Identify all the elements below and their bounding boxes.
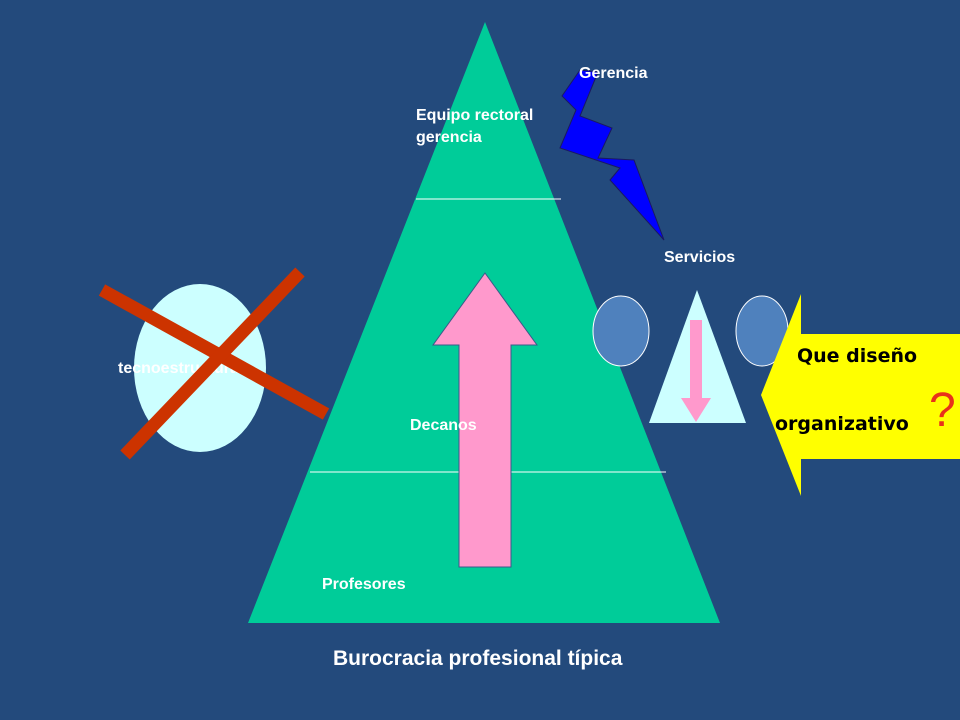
decanos-label: Decanos [410, 417, 477, 434]
services-ellipse-left [592, 295, 650, 367]
upward-arrow [432, 272, 538, 568]
gerencia-label: Gerencia [579, 65, 648, 82]
question-line2: organizativo [775, 413, 909, 435]
question-line1: Que diseño [797, 345, 918, 367]
tecnoestructura-label: tecnoestructura [118, 360, 239, 377]
profesores-label: Profesores [322, 576, 406, 593]
equipo-gerencia-label: gerencia [416, 129, 482, 146]
downward-arrow [681, 320, 711, 422]
lightning-bolt-icon [559, 69, 665, 241]
question-mark: ? [929, 384, 956, 437]
servicios-label: Servicios [664, 249, 736, 266]
diagram-title: Burocracia profesional típica [333, 647, 623, 670]
equipo-rectoral-label: Equipo rectoral [416, 107, 534, 124]
question-arrow [761, 294, 801, 496]
question-arrow-body [800, 334, 960, 459]
